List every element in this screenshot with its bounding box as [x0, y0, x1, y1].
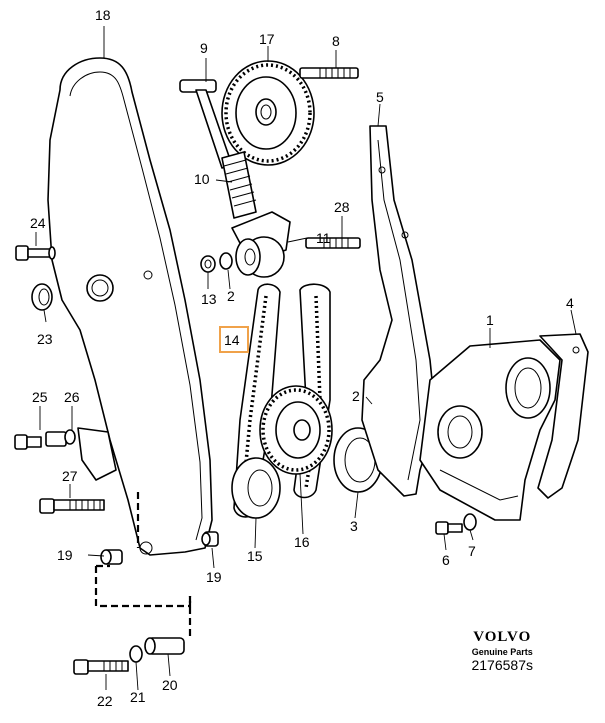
label-14: 14 [224, 332, 240, 348]
part-24-bolt[interactable] [15, 245, 56, 261]
brand-tagline: Genuine Parts [471, 647, 533, 657]
part-7-washer[interactable] [463, 513, 477, 531]
part-2-washer-tensioner[interactable] [219, 252, 233, 270]
label-17: 17 [259, 31, 275, 47]
label-22: 22 [97, 693, 113, 709]
part-20-sleeve[interactable] [144, 637, 185, 655]
part-19-grommet-left[interactable] [100, 549, 123, 565]
label-6: 6 [442, 552, 450, 568]
label-4: 4 [566, 295, 574, 311]
label-24: 24 [30, 215, 46, 231]
part-16-crankshaft-pulley[interactable] [259, 385, 333, 475]
leader-lines [35, 26, 577, 691]
diagram-code: 2176587s [471, 657, 533, 673]
label-20: 20 [162, 677, 178, 693]
assembly-dash [94, 566, 192, 608]
label-19-left: 19 [57, 547, 73, 563]
part-17-camshaft-pulley[interactable] [221, 60, 315, 166]
label-16: 16 [294, 534, 310, 550]
label-9: 9 [200, 40, 208, 56]
label-3: 3 [350, 518, 358, 534]
part-27-bolt[interactable] [39, 498, 105, 514]
part-6-bolt[interactable] [435, 521, 463, 535]
label-2-front: 2 [352, 388, 360, 404]
label-19-right: 19 [206, 569, 222, 585]
label-21: 21 [130, 689, 146, 705]
label-11: 11 [316, 230, 331, 246]
label-10: 10 [194, 171, 210, 187]
label-8: 8 [332, 33, 340, 49]
part-1-front-housing[interactable] [419, 339, 561, 521]
label-1: 1 [486, 312, 494, 328]
cover-bracket [77, 427, 117, 481]
label-2-tensioner: 2 [227, 288, 235, 304]
brand-block: VOLVO Genuine Parts 2176587s [471, 629, 533, 673]
part-8-stud[interactable] [299, 67, 359, 79]
part-19-grommet-right[interactable] [201, 531, 219, 547]
label-15: 15 [247, 548, 263, 564]
label-5: 5 [376, 89, 384, 105]
label-28: 28 [334, 199, 350, 215]
part-15-guide-pulley[interactable] [231, 457, 281, 519]
part-25-bolt[interactable] [14, 434, 42, 450]
part-4-housing-gasket[interactable] [537, 333, 589, 499]
part-18-timing-cover[interactable] [47, 57, 213, 556]
label-27: 27 [62, 468, 78, 484]
part-26-spacer[interactable] [45, 429, 76, 447]
part-23-seal[interactable] [31, 283, 53, 311]
label-23: 23 [37, 331, 53, 347]
volvo-logo: VOLVO [473, 629, 532, 645]
label-18: 18 [95, 7, 111, 23]
part-5-gasket[interactable] [361, 125, 437, 497]
label-7: 7 [468, 543, 476, 559]
part-22-bolt[interactable] [73, 659, 129, 675]
label-26: 26 [64, 389, 80, 405]
part-number-labels: 18 9 17 8 5 10 28 24 11 13 2 23 14 1 4 2… [30, 7, 574, 709]
part-21-washer[interactable] [129, 645, 143, 663]
part-28-stud[interactable] [305, 237, 361, 249]
highlight-box-14 [219, 326, 249, 353]
label-13: 13 [201, 291, 217, 307]
part-10-spring[interactable] [221, 151, 257, 219]
part-11-tensioner[interactable] [231, 211, 291, 278]
label-25: 25 [32, 389, 48, 405]
part-13-nut[interactable] [200, 255, 216, 273]
